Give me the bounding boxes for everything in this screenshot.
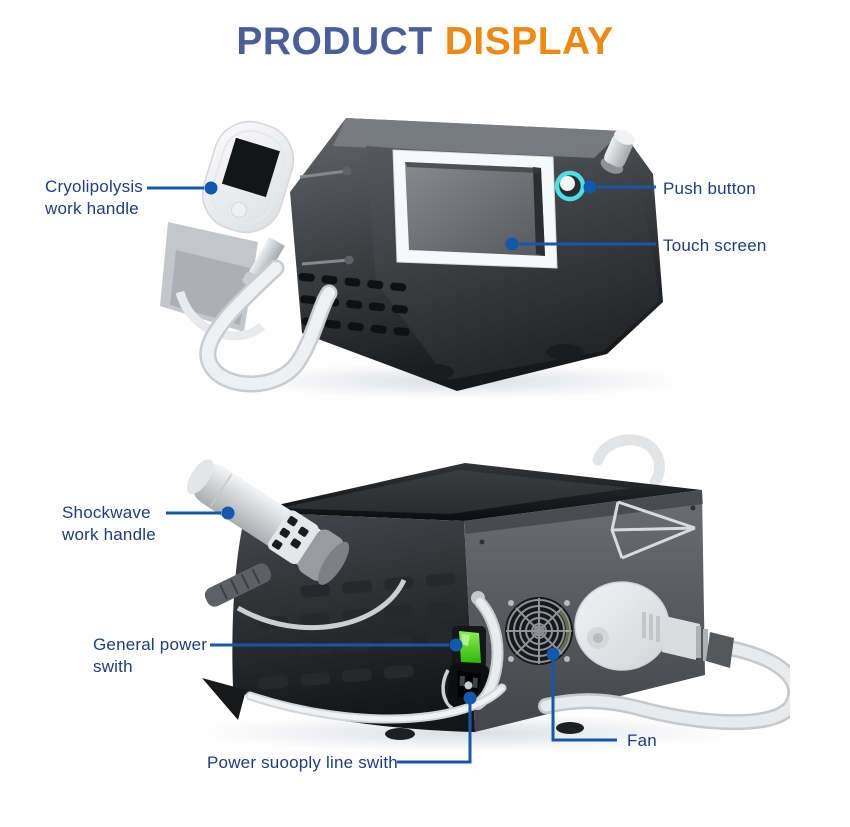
callout-label-cryolipolysis-handle: Cryolipolysis work handle xyxy=(45,176,143,220)
callout-label-line: Shockwave xyxy=(62,503,151,522)
shockwave-work-handle xyxy=(186,459,407,631)
shockwave-handle-bracket xyxy=(236,578,407,631)
callout-label-line: General power xyxy=(93,635,208,654)
callout-label-line: Fan xyxy=(627,731,657,750)
top-knob xyxy=(600,129,635,174)
callout-label-line: work handle xyxy=(45,199,139,218)
callout-label-line: Power suooply line swith xyxy=(207,753,398,772)
callout-label-general-power-switch: General power swith xyxy=(93,634,207,678)
handle-holder-wires xyxy=(610,500,696,560)
machine-back-illustration xyxy=(186,434,790,752)
callout-label-line: Touch screen xyxy=(663,236,767,255)
callout-label-shockwave-handle: Shockwave work handle xyxy=(62,502,156,546)
callout-label-line: work handle xyxy=(62,525,156,544)
general-power-switch xyxy=(452,626,486,668)
front-machine-feet xyxy=(416,344,584,380)
callout-label-fan: Fan xyxy=(627,730,657,752)
cryolipolysis-work-handle xyxy=(201,120,295,234)
front-vent-slots xyxy=(298,272,410,336)
machine-front-illustration xyxy=(160,118,680,399)
touch-screen xyxy=(392,149,558,269)
page-title-orange-word: DISPLAY xyxy=(444,20,614,63)
callout-label-push-button: Push button xyxy=(663,178,756,200)
callout-label-line: swith xyxy=(93,657,133,676)
page-title: PRODUCT DISPLAY xyxy=(0,20,850,64)
handle-mount-rods xyxy=(299,166,354,266)
stored-handle-bulb xyxy=(574,581,734,671)
callout-label-touch-screen: Touch screen xyxy=(663,235,767,257)
page-title-blue-word: PRODUCT xyxy=(236,20,433,63)
callout-label-power-supply-line: Power suooply line swith xyxy=(207,752,398,774)
callout-label-line: Cryolipolysis xyxy=(45,177,144,196)
callout-label-line: Push button xyxy=(663,179,756,198)
push-button xyxy=(554,170,586,202)
cooling-fan xyxy=(505,597,573,665)
handle-hose xyxy=(199,259,338,393)
hose-over-top xyxy=(592,434,665,488)
back-vent-slots xyxy=(258,572,456,690)
